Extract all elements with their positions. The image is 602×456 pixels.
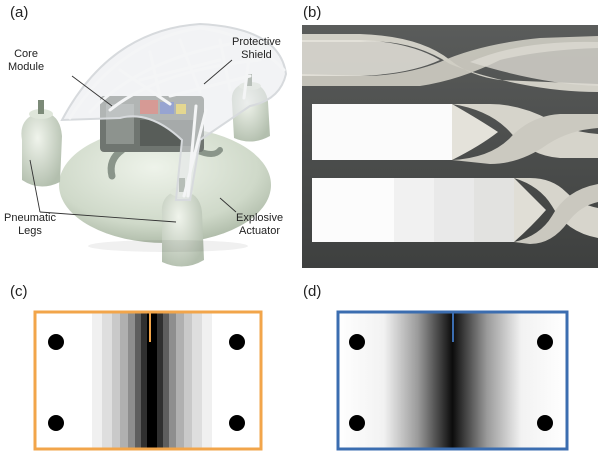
annotation-lines [29, 59, 237, 223]
robot-icon [21, 22, 288, 267]
center-marker-d [452, 312, 454, 342]
panel-b-label: (b) [303, 4, 322, 21]
ribbons-icon [302, 25, 598, 268]
ribbon-1 [302, 34, 598, 92]
dot-icon [537, 415, 553, 431]
dot-icon [349, 415, 365, 431]
dot-markers-d [349, 334, 553, 431]
ribbon-2 [312, 104, 598, 164]
frame-d [336, 310, 569, 451]
panel-c-figure [33, 310, 263, 451]
panel-c-label: (c) [10, 283, 28, 300]
dot-icon [349, 334, 365, 350]
dot-markers-c [48, 334, 245, 431]
dot-icon [48, 334, 64, 350]
dot-icon [229, 334, 245, 350]
stepped-gradient [92, 312, 212, 449]
leg-back-left [21, 100, 63, 187]
dot-icon [48, 415, 64, 431]
panel-d-label: (d) [303, 283, 322, 300]
panel-d-figure [336, 310, 569, 451]
center-marker-c [149, 312, 151, 342]
dot-icon [229, 415, 245, 431]
ribbon-3 [312, 178, 598, 244]
frame-c [33, 310, 263, 451]
panel-a-label: (a) [10, 4, 29, 21]
dot-icon [537, 334, 553, 350]
